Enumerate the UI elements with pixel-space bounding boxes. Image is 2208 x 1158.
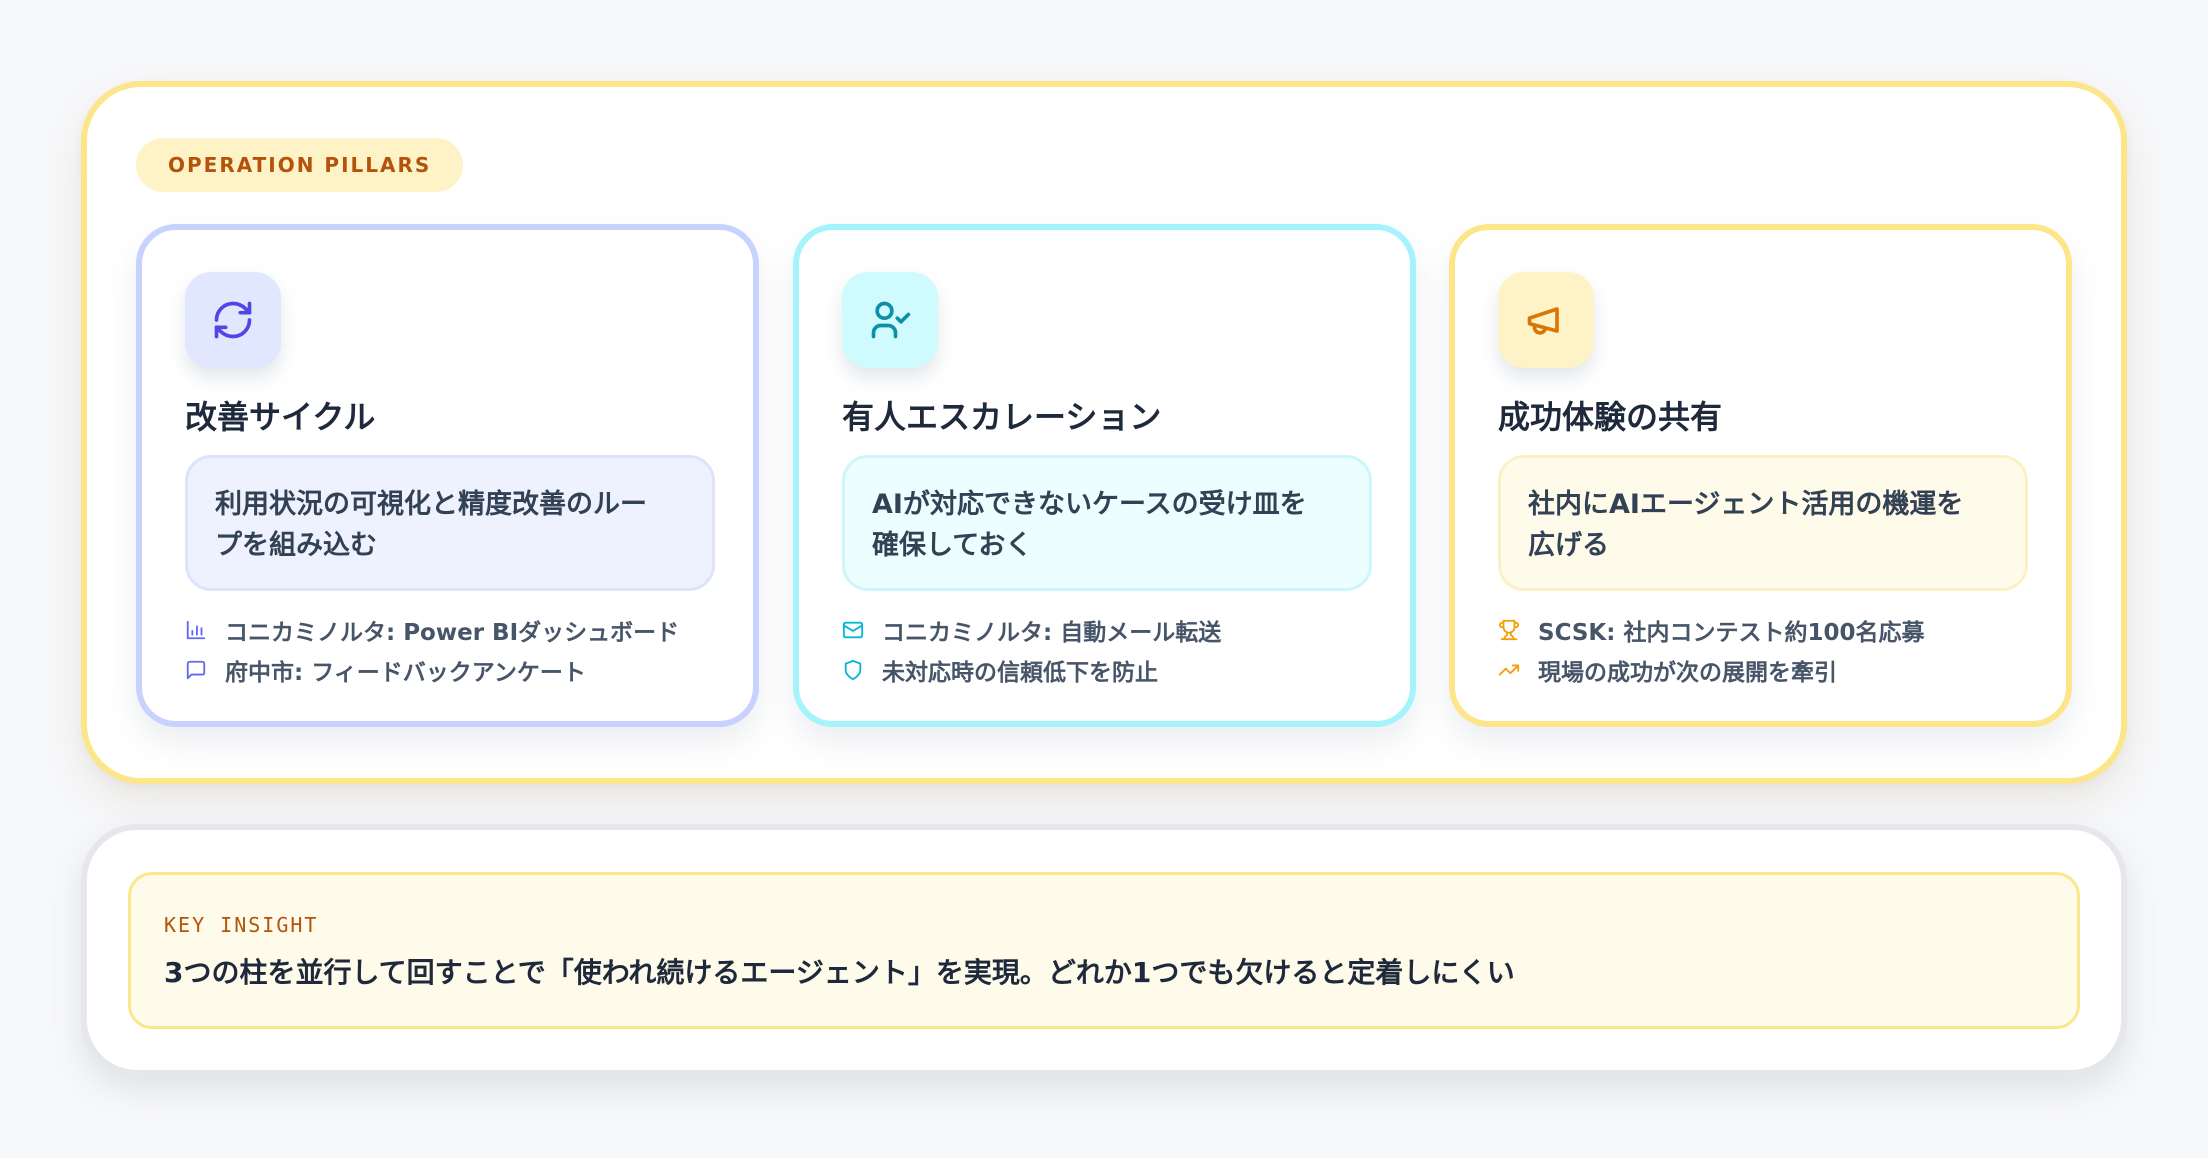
section-label-badge: OPERATION PILLARS	[136, 138, 464, 192]
pillar-description-line: プを組み込む	[215, 530, 377, 561]
pillar-detail-list: コニカミノルタ: 自動メール転送 未対応時の信頼低下を防止	[842, 610, 1221, 690]
pillar-detail-text: コニカミノルタ: 自動メール転送	[882, 620, 1222, 646]
key-insight-label: KEY INSIGHT	[164, 913, 319, 937]
pillar-description: 社内にAIエージェント活用の機運を 広げる	[1498, 455, 2028, 591]
pillar-detail-item: 府中市: フィードバックアンケート	[185, 650, 679, 690]
pillar-detail-list: コニカミノルタ: Power BIダッシュボード 府中市: フィードバックアンケ…	[185, 610, 679, 690]
pillar-description: 利用状況の可視化と精度改善のルー プを組み込む	[185, 455, 715, 591]
pillar-description-line: 広げる	[1528, 530, 1609, 561]
pillar-title: 改善サイクル	[185, 398, 376, 436]
pillar-detail-item: 現場の成功が次の展開を牽引	[1498, 650, 1924, 690]
pillar-card-human-escalation: 有人エスカレーション AIが対応できないケースの受け皿を 確保しておく コニカミ…	[793, 224, 1416, 727]
pillar-detail-item: SCSK: 社内コンテスト約100名応募	[1498, 610, 1924, 650]
pillar-description: AIが対応できないケースの受け皿を 確保しておく	[842, 455, 1372, 591]
pillar-detail-text: 現場の成功が次の展開を牽引	[1538, 660, 1837, 686]
megaphone-icon	[1498, 272, 1594, 368]
message-square-icon	[185, 659, 207, 681]
pillar-detail-text: 未対応時の信頼低下を防止	[882, 660, 1158, 686]
key-insight-callout: KEY INSIGHT 3つの柱を並行して回すことで「使われ続けるエージェント」…	[128, 872, 2080, 1029]
bar-chart-icon	[185, 619, 207, 641]
pillar-card-improvement-cycle: 改善サイクル 利用状況の可視化と精度改善のルー プを組み込む コニカミノルタ: …	[136, 224, 759, 727]
mail-icon	[842, 619, 864, 641]
refresh-cycle-icon	[185, 272, 281, 368]
trophy-icon	[1498, 619, 1520, 641]
pillar-detail-text: コニカミノルタ: Power BIダッシュボード	[225, 620, 680, 646]
trending-up-icon	[1498, 659, 1520, 681]
shield-icon	[842, 659, 864, 681]
pillar-description-line: 確保しておく	[872, 530, 1033, 561]
operation-pillars-panel: OPERATION PILLARS 改善サイクル 利用状況の可視化と精度改善のル…	[81, 81, 2127, 784]
pillar-detail-list: SCSK: 社内コンテスト約100名応募 現場の成功が次の展開を牽引	[1498, 610, 1924, 690]
key-insight-text: 3つの柱を並行して回すことで「使われ続けるエージェント」を実現。どれか1つでも欠…	[164, 956, 1515, 989]
pillar-detail-item: コニカミノルタ: Power BIダッシュボード	[185, 610, 679, 650]
key-insight-panel: KEY INSIGHT 3つの柱を並行して回すことで「使われ続けるエージェント」…	[81, 824, 2127, 1076]
pillar-description-line: 利用状況の可視化と精度改善のルー	[215, 489, 647, 520]
pillar-description-line: 社内にAIエージェント活用の機運を	[1528, 489, 1964, 520]
pillar-detail-item: 未対応時の信頼低下を防止	[842, 650, 1221, 690]
pillar-card-success-sharing: 成功体験の共有 社内にAIエージェント活用の機運を 広げる SCSK: 社内コン	[1449, 224, 2072, 727]
pillar-title: 成功体験の共有	[1498, 398, 1723, 436]
pillar-detail-text: SCSK: 社内コンテスト約100名応募	[1538, 620, 1925, 646]
pillar-detail-item: コニカミノルタ: 自動メール転送	[842, 610, 1221, 650]
pillar-detail-text: 府中市: フィードバックアンケート	[225, 660, 586, 686]
user-check-icon	[842, 272, 938, 368]
pillar-title: 有人エスカレーション	[842, 398, 1162, 436]
pillar-description-line: AIが対応できないケースの受け皿を	[872, 489, 1307, 520]
